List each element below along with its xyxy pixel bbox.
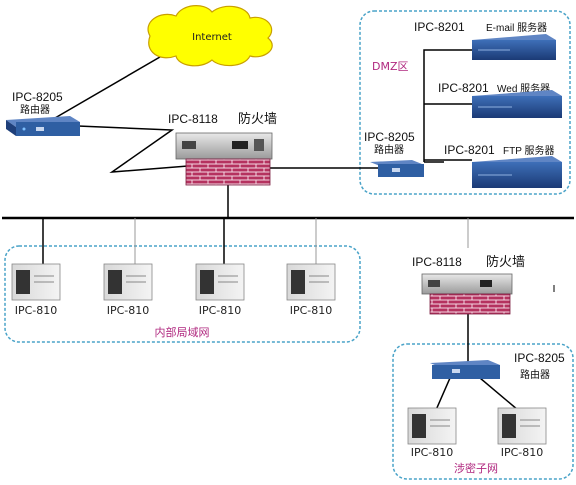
firewall-secret-model: IPC-8118: [412, 255, 462, 269]
firewall-secret: IPC-8118 防火墙: [412, 254, 525, 315]
dmz-server-ftp-name: FTP 服务器: [503, 144, 554, 157]
secret-host-1: IPC-810: [407, 407, 457, 459]
router-dmz-name: 路由器: [374, 143, 404, 156]
lan-host-3: IPC-810: [195, 263, 245, 317]
lan-host-2: IPC-810: [103, 263, 153, 317]
lan-host-2-label: IPC-810: [107, 304, 150, 317]
dmz-server-email: IPC-8201 E-mail 服务器: [414, 20, 556, 60]
dmz-server-links: [423, 49, 472, 162]
router-top-name: 路由器: [20, 103, 50, 116]
dmz-server-email-name: E-mail 服务器: [486, 21, 547, 34]
lan-zone-label: 内部局域网: [155, 325, 210, 339]
router-firewall-link: [77, 125, 189, 173]
secret-router-host2: [479, 377, 519, 411]
dmz-server-web: IPC-8201 Wed 服务器: [438, 81, 562, 118]
router-secret-name: 路由器: [520, 368, 550, 381]
dmz-server-email-model: IPC-8201: [414, 20, 465, 34]
firewall-secret-bricks: [429, 293, 511, 315]
lan-host-1: IPC-810: [11, 263, 61, 317]
lan-host-4: IPC-810: [286, 263, 336, 317]
router-dmz-model: IPC-8205: [364, 130, 415, 144]
lan-host-4-label: IPC-810: [290, 304, 333, 317]
firewall-main-name: 防火墙: [238, 111, 277, 126]
firewall-main: IPC-8118 防火墙: [168, 111, 277, 186]
internet-link: [54, 49, 173, 119]
internet-label: Internet: [192, 32, 232, 43]
lan-host-1-label: IPC-810: [15, 304, 58, 317]
router-secret: IPC-8205 路由器: [430, 351, 565, 381]
secret-zone-label: 涉密子网: [454, 461, 498, 475]
secret-host-2-label: IPC-810: [501, 446, 544, 459]
dmz-server-ftp-model: IPC-8201: [444, 143, 495, 157]
secret-host-1-label: IPC-810: [411, 446, 454, 459]
dmz-server-ftp: IPC-8201 FTP 服务器: [444, 143, 562, 188]
router-top-model: IPC-8205: [12, 90, 63, 104]
firewall-main-model: IPC-8118: [168, 112, 218, 126]
router-secret-model: IPC-8205: [514, 351, 565, 365]
lan-zone: [4, 245, 361, 343]
secret-zone: [392, 343, 574, 480]
firewall-secret-name: 防火墙: [486, 254, 525, 269]
dmz-zone: [359, 10, 571, 195]
firewall-main-bricks: [185, 158, 271, 186]
dmz-server-web-model: IPC-8201: [438, 81, 489, 95]
router-top: IPC-8205 路由器: [6, 90, 80, 136]
secret-router-host1: [435, 377, 451, 411]
lan-host-3-label: IPC-810: [199, 304, 242, 317]
secret-host-2: IPC-810: [497, 407, 547, 459]
dmz-zone-label: DMZ区: [372, 60, 409, 73]
router-top-led: [22, 127, 26, 131]
internet-cloud: Internet: [147, 5, 273, 67]
router-dmz: IPC-8205 路由器: [364, 130, 424, 177]
